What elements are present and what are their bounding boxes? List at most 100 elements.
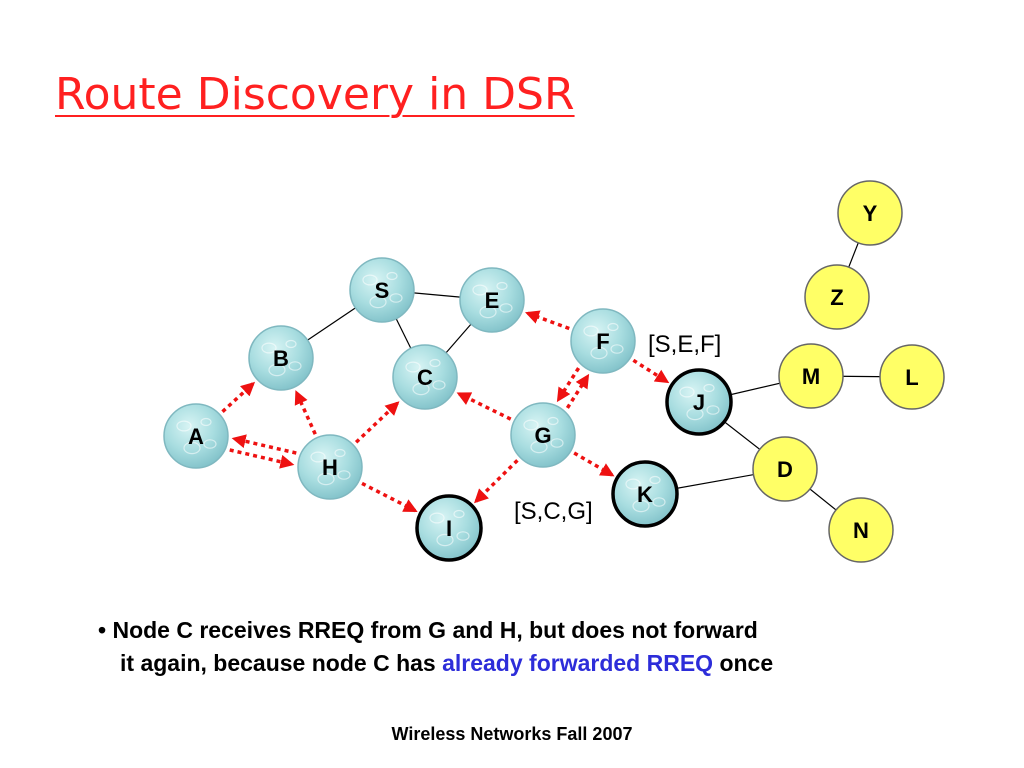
node-e-texture [472, 284, 488, 296]
node-g-label: G [534, 423, 551, 448]
node-b-texture [268, 363, 286, 377]
rreq-arrow-H-B [294, 390, 317, 435]
node-c-label: C [417, 365, 433, 390]
rreq-arrow-H-C [354, 401, 400, 444]
bullet-line2-prefix: it again, because node C has [120, 650, 436, 676]
node-c-texture [412, 382, 430, 396]
node-l: L [879, 344, 945, 410]
node-s: S [349, 257, 415, 323]
node-j-circle [665, 368, 733, 436]
node-a-texture [203, 439, 217, 449]
bullet-line2-suffix: once [719, 650, 774, 676]
rreq-arrow-F-E [525, 310, 570, 331]
rreq-arrow-F-J [632, 358, 670, 384]
node-a-label: A [188, 424, 204, 449]
node-i-texture [429, 512, 445, 524]
node-e-texture [479, 305, 497, 319]
route-label-scg: [S,C,G] [514, 498, 593, 525]
node-s-texture [389, 293, 403, 303]
node-z-circle [804, 264, 870, 330]
node-c-texture [432, 380, 446, 390]
node-h-texture [317, 472, 335, 486]
slide-title: Route Discovery in DSR [55, 69, 575, 120]
bullet-line-1: • Node C receives RREQ from G and H, but… [98, 614, 978, 647]
route-discovery-diagram: S E F B C A G H I J K Y Z M L D N [S,E,F] [S,C,G] [163, 180, 945, 563]
node-g-texture [523, 419, 539, 431]
rreq-arrow-H-A [231, 434, 297, 455]
node-h-texture [334, 448, 346, 458]
node-e-circle [459, 267, 525, 333]
node-f-texture [583, 325, 599, 337]
node-f-texture [590, 346, 608, 360]
node-h-label: H [322, 455, 338, 480]
node-a: A [163, 403, 229, 469]
node-m-label: M [802, 364, 820, 389]
rreq-arrow-A-H [229, 448, 295, 469]
node-i-texture [436, 533, 454, 547]
bullet-line-2: it again, because node C has already for… [98, 647, 978, 680]
node-a-circle [163, 403, 229, 469]
node-j-texture [686, 407, 704, 421]
node-i: I [415, 494, 483, 562]
node-d-circle [752, 436, 818, 502]
node-g-texture [547, 416, 559, 426]
rreq-arrow-G-K [573, 451, 615, 477]
rreq-arrows-layer [221, 310, 670, 513]
node-d-label: D [777, 457, 793, 482]
node-b-texture [261, 342, 277, 354]
rreq-arrow-G-I [474, 459, 519, 504]
rreq-arrow-H-I [361, 481, 418, 513]
node-b-texture [285, 339, 297, 349]
node-k-label: K [637, 482, 653, 507]
node-i-texture [453, 509, 465, 519]
node-a-texture [183, 441, 201, 455]
node-f-label: F [596, 329, 609, 354]
node-j: J [665, 368, 733, 436]
bullet-text: • Node C receives RREQ from G and H, but… [98, 614, 978, 680]
node-s-texture [362, 274, 378, 286]
node-g: G [510, 402, 576, 468]
node-k-texture [649, 475, 661, 485]
node-j-texture [703, 383, 715, 393]
node-b-circle [248, 325, 314, 391]
node-a-texture [200, 417, 212, 427]
node-f-texture [607, 322, 619, 332]
rreq-arrow-A-B [221, 381, 256, 413]
node-b: B [248, 325, 314, 391]
node-y-label: Y [863, 201, 878, 226]
node-s-texture [386, 271, 398, 281]
node-c: C [392, 344, 458, 410]
node-j-texture [679, 386, 695, 398]
node-h-circle [297, 434, 363, 500]
node-z-label: Z [830, 285, 843, 310]
node-s-label: S [375, 278, 390, 303]
route-label-sef: [S,E,F] [648, 331, 721, 358]
node-k-texture [652, 497, 666, 507]
node-l-label: L [905, 365, 918, 390]
node-k-circle [611, 460, 679, 528]
node-y: Y [837, 180, 903, 246]
node-k-texture [632, 499, 650, 513]
bullet-highlight: already forwarded RREQ [442, 650, 714, 676]
node-b-texture [288, 361, 302, 371]
node-e: E [459, 267, 525, 333]
node-h: H [297, 434, 363, 500]
node-f-circle [570, 308, 636, 374]
node-e-texture [496, 281, 508, 291]
node-b-label: B [273, 346, 289, 371]
nodes-layer: S E F B C A G H I J K Y Z M L D N [163, 180, 945, 563]
node-g-circle [510, 402, 576, 468]
node-e-label: E [485, 288, 500, 313]
node-i-texture [456, 531, 470, 541]
node-h-texture [337, 470, 351, 480]
node-c-texture [405, 361, 421, 373]
node-s-circle [349, 257, 415, 323]
node-n-label: N [853, 518, 869, 543]
bullet-marker: • [98, 617, 107, 643]
node-y-circle [837, 180, 903, 246]
bullet-line1-text: Node C receives RREQ from G and H, but d… [112, 617, 758, 643]
node-h-texture [310, 451, 326, 463]
rreq-arrow-F-G [556, 367, 581, 403]
node-i-circle [415, 494, 483, 562]
node-f-texture [610, 344, 624, 354]
